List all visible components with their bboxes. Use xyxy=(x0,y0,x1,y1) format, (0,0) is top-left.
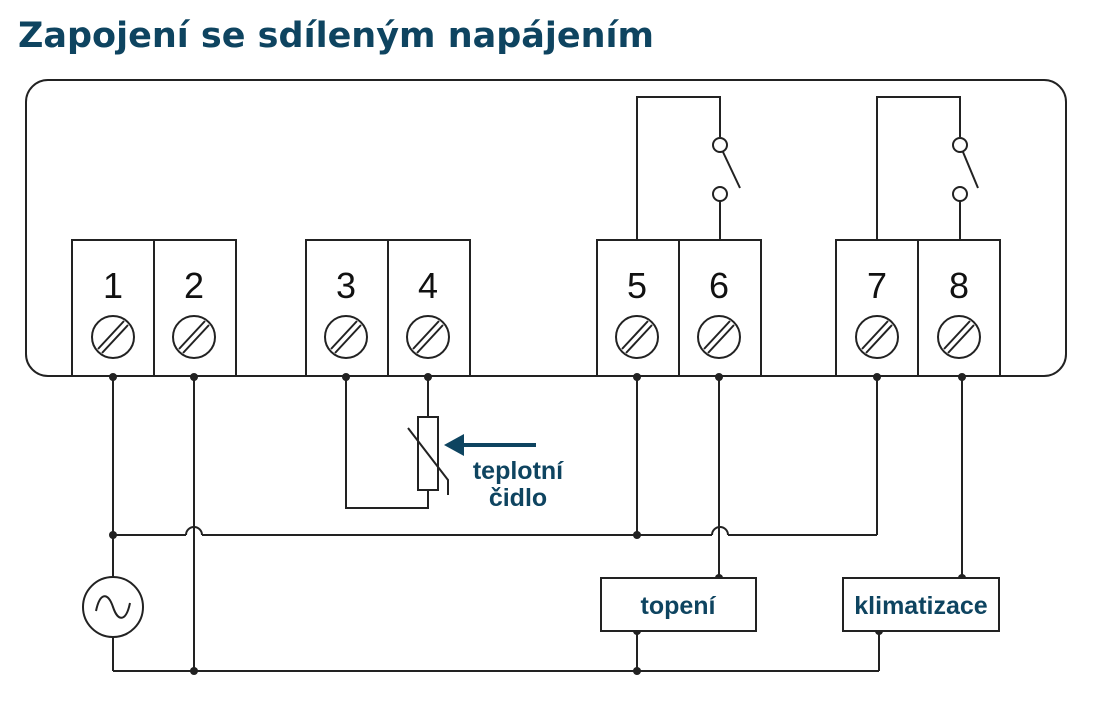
sensor-label-line2: čidlo xyxy=(489,484,547,512)
terminal-number: 1 xyxy=(103,265,123,306)
external-wiring xyxy=(112,376,963,672)
page-title: Zapojení se sdíleným napájením xyxy=(18,16,655,56)
terminal-number: 7 xyxy=(867,265,887,306)
screw-terminal-icon xyxy=(324,315,368,359)
thermistor-icon xyxy=(407,416,449,495)
cooling-box xyxy=(842,577,1000,632)
heating-label: topení xyxy=(641,592,717,620)
cooling-label: klimatizace xyxy=(854,592,988,620)
heating-box xyxy=(600,577,757,632)
relay-switch-icon xyxy=(876,96,979,240)
terminal-number: 3 xyxy=(336,265,356,306)
terminal-block-7-8 xyxy=(835,239,1001,377)
screw-terminal-icon xyxy=(406,315,450,359)
controller-housing xyxy=(25,79,1067,377)
terminal-block-5-6 xyxy=(596,239,762,377)
terminal-block-1-2 xyxy=(71,239,237,377)
terminal-number: 5 xyxy=(627,265,647,306)
ac-source-icon xyxy=(82,576,144,638)
terminal-number: 4 xyxy=(418,265,438,306)
screw-terminal-icon xyxy=(855,315,899,359)
screw-terminal-icon xyxy=(937,315,981,359)
terminal-number: 2 xyxy=(184,265,204,306)
screw-terminal-icon xyxy=(91,315,135,359)
junction-dots xyxy=(109,373,966,675)
terminal-number: 6 xyxy=(709,265,729,306)
screw-terminal-icon xyxy=(697,315,741,359)
sensor-label-line1: teplotní xyxy=(473,457,564,485)
terminal-number: 8 xyxy=(949,265,969,306)
sensor-arrow xyxy=(444,434,536,456)
screw-terminal-icon xyxy=(615,315,659,359)
screw-terminal-icon xyxy=(172,315,216,359)
terminal-block-3-4 xyxy=(305,239,471,377)
relay-switch-icon xyxy=(636,96,741,240)
